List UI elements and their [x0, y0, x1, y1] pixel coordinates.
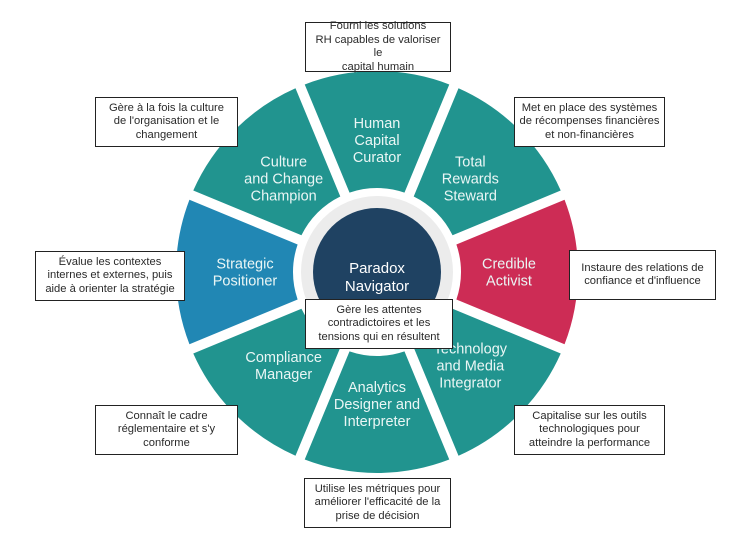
label-line: Curator — [353, 150, 402, 166]
description-paradox-navigator: Gère les attentes contradictoires et les… — [305, 299, 453, 349]
label-line: Steward — [444, 189, 497, 205]
description-technology-and-media-integrator: Capitalise sur les outils technologiques… — [514, 405, 665, 455]
label-line: Positioner — [213, 274, 278, 290]
label-line: Rewards — [442, 172, 499, 188]
segment-human-capital-curator — [304, 71, 450, 193]
description-strategic-positioner: Évalue les contextes internes et externe… — [35, 251, 185, 301]
description-compliance-manager: Connaît le cadre réglementaire et s'y co… — [95, 405, 238, 455]
segment-total-rewards-steward — [413, 88, 561, 236]
segment-analytics-designer-and-interpreter — [304, 351, 450, 473]
label-line: Human — [354, 116, 401, 132]
segment-compliance-manager — [193, 308, 341, 456]
label-line: Capital — [354, 133, 399, 149]
label-line: Designer and — [334, 397, 420, 413]
description-credible-activist: Instaure des relations de confiance et d… — [569, 250, 716, 300]
center-title-line2: Navigator — [345, 278, 409, 295]
segment-strategic-positioner — [176, 199, 298, 345]
description-culture-and-change-champion: Gère à la fois la culture de l'organisat… — [95, 97, 238, 147]
label-line: Credible — [482, 257, 536, 273]
description-analytics-designer-and-interpreter: Utilise les métriques pour améliorer l'e… — [304, 478, 451, 528]
label-line: Manager — [255, 367, 312, 383]
label-line: Interpreter — [344, 414, 411, 430]
label-line: and Media — [436, 358, 505, 374]
segment-credible-activist — [456, 199, 578, 345]
label-line: and Change — [244, 172, 323, 188]
label-line: Champion — [251, 189, 317, 205]
description-total-rewards-steward: Met en place des systèmes de récompenses… — [514, 97, 665, 147]
label-line: Strategic — [216, 257, 273, 273]
description-human-capital-curator: Fourni les solutions RH capables de valo… — [305, 20, 451, 73]
label-line: Compliance — [245, 350, 322, 366]
label-line: Total — [455, 155, 486, 171]
center-title-line1: Paradox — [349, 260, 405, 277]
segment-culture-and-change-champion — [193, 88, 341, 236]
label-line: Integrator — [439, 375, 501, 391]
label-line: Analytics — [348, 380, 406, 396]
label-line: Activist — [486, 274, 532, 290]
label-line: Culture — [260, 155, 307, 171]
